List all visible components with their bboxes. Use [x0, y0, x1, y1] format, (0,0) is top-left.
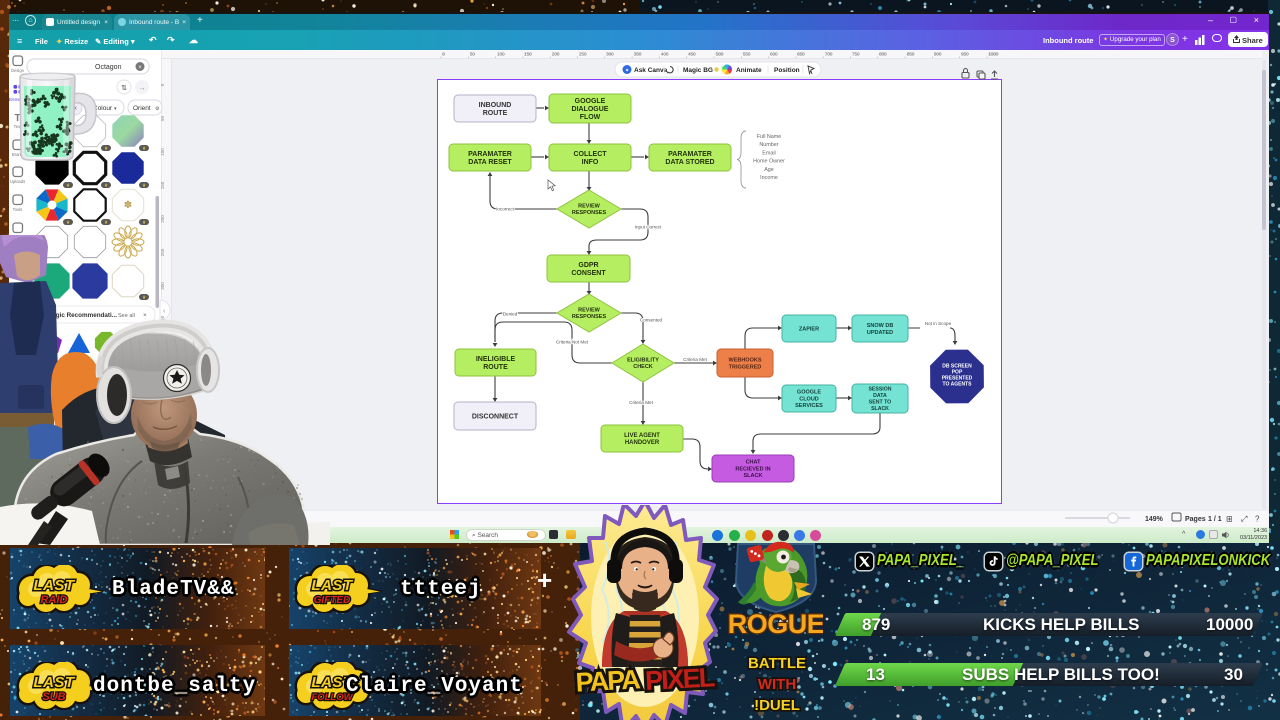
svg-text:CLOUD: CLOUD: [799, 396, 819, 402]
svg-text:Number: Number: [759, 142, 778, 148]
svg-text:WEBHOOKS: WEBHOOKS: [729, 358, 762, 364]
svg-text:RESPONSES: RESPONSES: [572, 210, 607, 216]
svg-text:LAST: LAST: [33, 577, 76, 594]
svg-text:Not in Scope: Not in Scope: [925, 321, 952, 326]
svg-text:PIXEL: PIXEL: [644, 662, 715, 696]
svg-text:INBOUND: INBOUND: [479, 102, 512, 109]
svg-text:TO AGENTS: TO AGENTS: [943, 382, 973, 388]
svg-text:DIALOGUE: DIALOGUE: [572, 106, 609, 113]
svg-text:PARAMATER: PARAMATER: [468, 151, 512, 158]
svg-text:WITH: WITH: [758, 676, 796, 693]
svg-text:Denied: Denied: [503, 312, 518, 317]
svg-text:REVIEW: REVIEW: [578, 204, 601, 210]
svg-text:INFO: INFO: [582, 159, 599, 166]
svg-text:SENT TO: SENT TO: [869, 400, 891, 406]
svg-text:LAST: LAST: [311, 577, 354, 594]
svg-text:SLACK: SLACK: [744, 473, 763, 479]
svg-text:RAID: RAID: [41, 594, 68, 606]
svg-text:DATA STORED: DATA STORED: [665, 159, 714, 166]
svg-text:LAST: LAST: [33, 674, 76, 691]
svg-text:Incorrect: Incorrect: [496, 207, 515, 212]
svg-text:PARAMATER: PARAMATER: [668, 151, 712, 158]
svg-text:PRESENTED: PRESENTED: [942, 376, 973, 382]
svg-text:ZAPIER: ZAPIER: [799, 326, 819, 332]
svg-text:REVIEW: REVIEW: [578, 308, 601, 314]
svg-text:CONSENT: CONSENT: [571, 270, 606, 277]
svg-text:Criteria Met: Criteria Met: [683, 357, 707, 362]
svg-text:UPDATED: UPDATED: [867, 330, 893, 336]
svg-text:PAPA: PAPA: [575, 664, 641, 697]
svg-text:CHAT: CHAT: [746, 460, 762, 466]
svg-text:LIVE AGENT: LIVE AGENT: [624, 433, 660, 439]
svg-text:DISCONNECT: DISCONNECT: [472, 413, 519, 420]
svg-text:Consented: Consented: [640, 318, 663, 323]
svg-text:RESPONSES: RESPONSES: [572, 314, 607, 320]
svg-text:POP: POP: [952, 370, 963, 376]
svg-text:Email: Email: [762, 150, 775, 156]
svg-text:HANDOVER: HANDOVER: [625, 440, 660, 446]
svg-text:Full Name: Full Name: [757, 134, 782, 140]
svg-text:ROGUE: ROGUE: [728, 609, 823, 639]
svg-text:Criteria Not Met: Criteria Not Met: [556, 340, 589, 345]
svg-text:BATTLE: BATTLE: [748, 655, 806, 672]
svg-text:LAST: LAST: [311, 674, 354, 691]
svg-text:GDPR: GDPR: [578, 262, 598, 269]
svg-text:Age: Age: [764, 167, 774, 173]
svg-text:ROUTE: ROUTE: [483, 110, 508, 117]
svg-text:GOOGLE: GOOGLE: [575, 98, 606, 105]
svg-text:CHECK: CHECK: [633, 364, 653, 370]
svg-text:DATA: DATA: [873, 393, 887, 399]
svg-text:INELIGIBLE: INELIGIBLE: [476, 356, 516, 363]
svg-text:FLOW: FLOW: [580, 114, 601, 121]
svg-text:!DUEL: !DUEL: [754, 697, 800, 714]
svg-text:GIFTED: GIFTED: [314, 595, 351, 606]
svg-text:TRIGGERED: TRIGGERED: [729, 364, 762, 370]
svg-text:Criteria Met: Criteria Met: [629, 400, 653, 405]
svg-text:SESSION: SESSION: [868, 387, 891, 393]
svg-text:Income: Income: [760, 175, 778, 181]
svg-text:ELIGIBILITY: ELIGIBILITY: [627, 358, 659, 364]
svg-text:SUB: SUB: [42, 691, 65, 703]
svg-text:FOLLOW: FOLLOW: [311, 692, 353, 703]
svg-text:SLACK: SLACK: [871, 406, 889, 412]
svg-text:SNOW DB: SNOW DB: [867, 323, 894, 329]
svg-text:COLLECT: COLLECT: [573, 151, 607, 158]
svg-text:DB SCREEN: DB SCREEN: [942, 364, 972, 370]
svg-text:SERVICES: SERVICES: [795, 403, 823, 409]
svg-text:Input Correct: Input Correct: [635, 225, 662, 230]
svg-text:Home Owner: Home Owner: [753, 159, 785, 165]
svg-text:DATA RESET: DATA RESET: [468, 159, 512, 166]
svg-text:ROUTE: ROUTE: [483, 364, 508, 371]
svg-text:GOOGLE: GOOGLE: [797, 390, 821, 396]
svg-text:RECIEVED IN: RECIEVED IN: [735, 466, 770, 472]
